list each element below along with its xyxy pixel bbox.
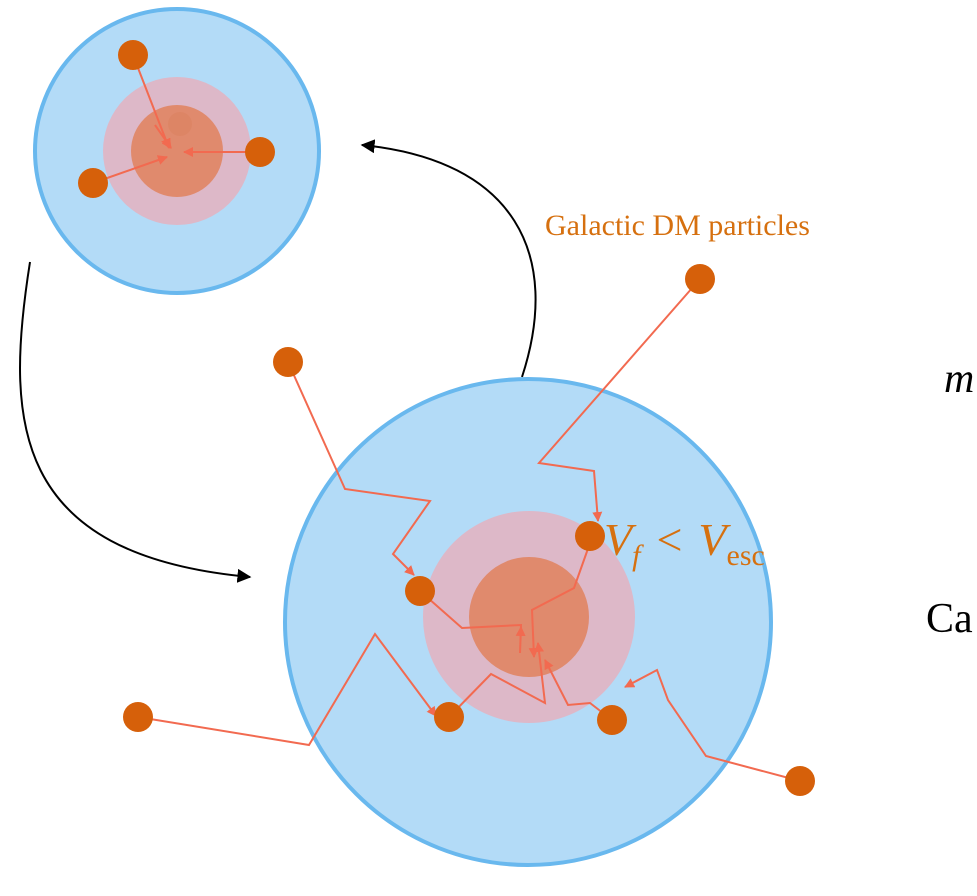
dm-particle xyxy=(785,766,815,796)
escape-condition-label: Vf<Vesc xyxy=(604,514,765,572)
dm-particle-captured xyxy=(575,521,605,551)
vesc-subscript: esc xyxy=(727,539,765,572)
dm-particle-captured xyxy=(434,702,464,732)
dm-trajectory xyxy=(419,590,526,654)
cut-label-ca: Ca xyxy=(926,596,973,642)
dm-particle xyxy=(273,347,303,377)
dm-trajectory xyxy=(528,542,591,658)
dm-trajectory xyxy=(537,278,701,522)
small-star-path xyxy=(132,54,171,149)
vesc-symbol: V xyxy=(698,514,731,565)
vf-symbol: V xyxy=(604,514,637,565)
dm-trajectory xyxy=(287,361,432,576)
less-than-symbol: < xyxy=(656,514,682,565)
small-star-core xyxy=(131,105,223,197)
dm-particle-captured xyxy=(405,576,435,606)
evolution-arrow xyxy=(360,139,537,378)
dm-particle xyxy=(123,702,153,732)
dm-particle xyxy=(78,168,108,198)
small-star-core-highlight xyxy=(168,112,192,136)
dm-particle xyxy=(118,40,148,70)
dm-trajectory xyxy=(137,632,437,747)
small-star-path xyxy=(154,124,172,149)
evolution-arrow xyxy=(19,261,252,583)
cut-label-m: m xyxy=(944,356,974,402)
dm-trajectory xyxy=(448,642,547,718)
galactic-dm-label: Galactic DM particles xyxy=(545,209,810,242)
small-star xyxy=(33,7,321,295)
dm-particle-captured xyxy=(597,705,627,735)
dm-particle xyxy=(685,264,715,294)
dm-particle xyxy=(245,137,275,167)
svg-text:Vf<Vesc: Vf<Vesc xyxy=(604,514,765,572)
dm-trajectory xyxy=(624,668,801,782)
large-star xyxy=(123,264,815,867)
large-star-core xyxy=(469,557,589,677)
